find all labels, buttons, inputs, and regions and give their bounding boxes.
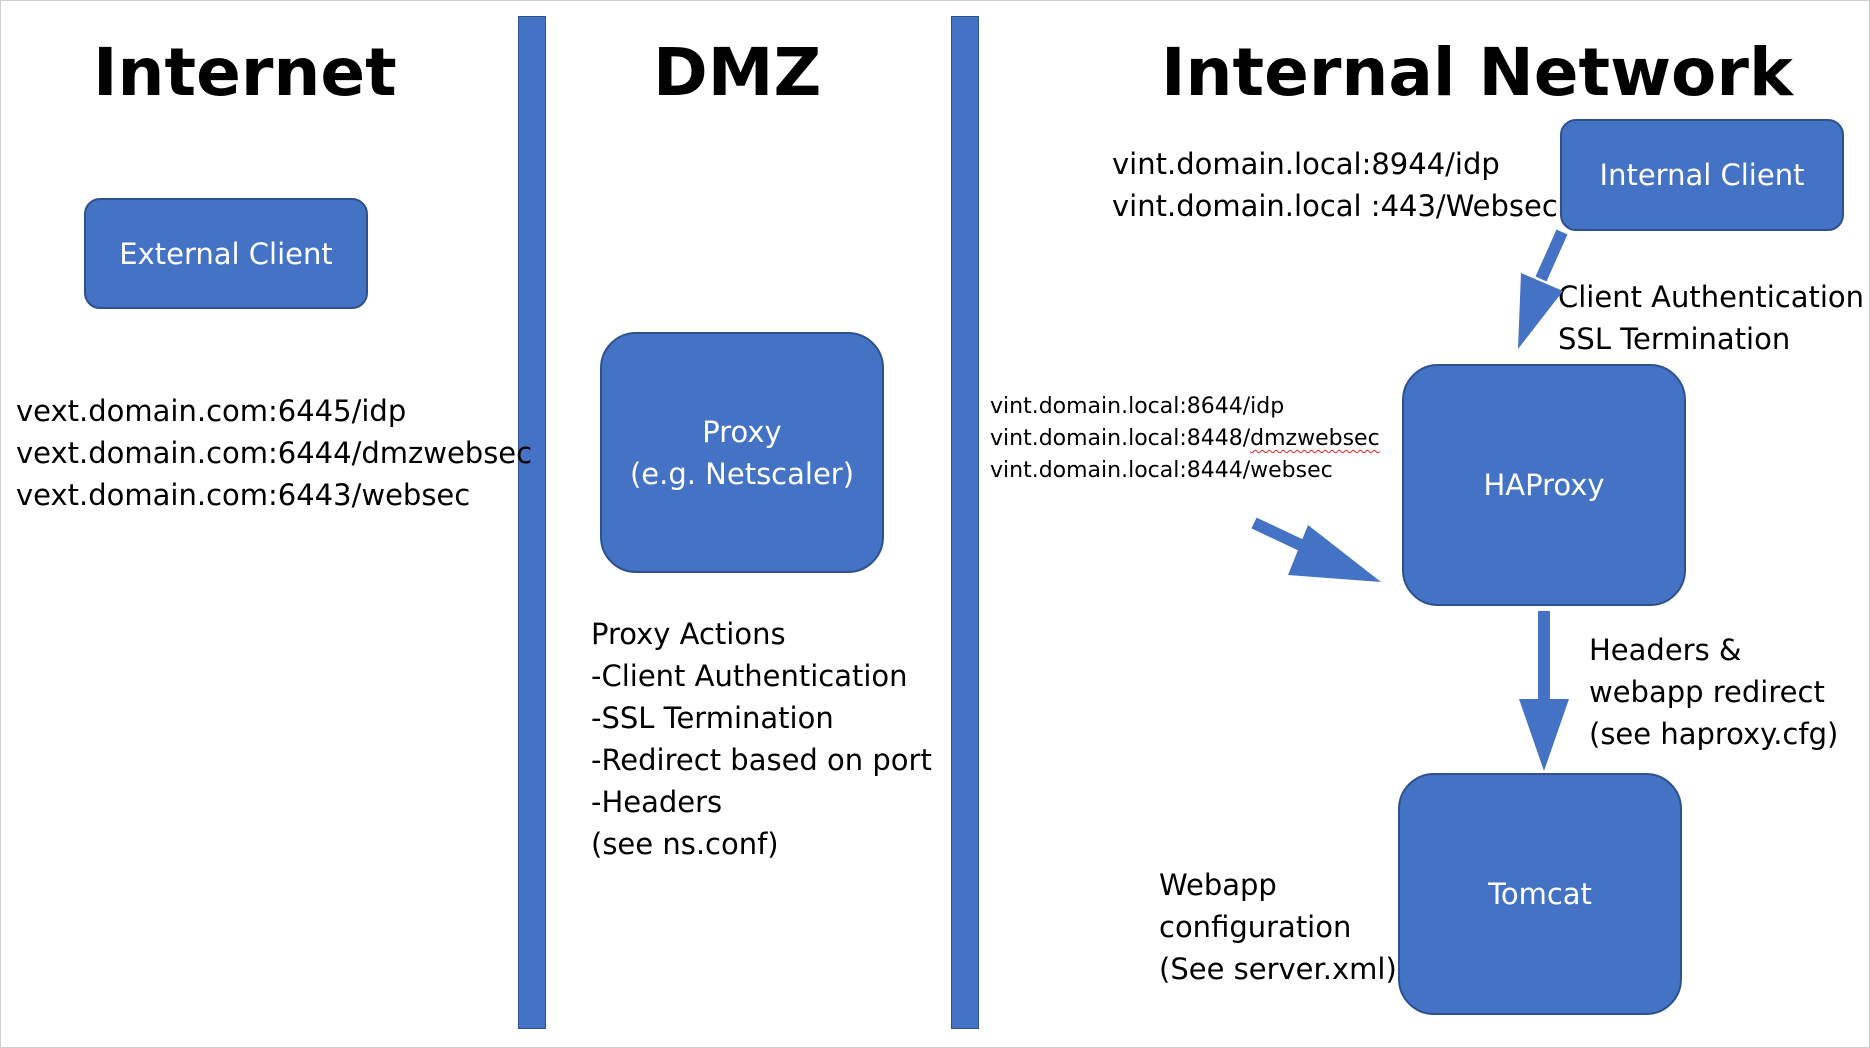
proxy-action-redirect: -Redirect based on port (591, 743, 932, 777)
proxy-action-ssl-termination: -SSL Termination (591, 701, 834, 735)
webapp-line: Webapp (1159, 868, 1277, 902)
internal-url-idp: vint.domain.local:8944/idp (1112, 147, 1500, 181)
dmz-url-dmzwebsec-prefix: vint.domain.local:8448/ (990, 426, 1251, 451)
proxy-action-headers: -Headers (591, 785, 723, 819)
proxy-example-label: (e.g. Netscaler) (629, 456, 855, 491)
headers-line: Headers & (1589, 633, 1742, 667)
dmz-url-list: vint.domain.local:8644/idp vint.domain.l… (990, 391, 1380, 487)
dmz-url-dmzwebsec-word: dmzwebsec (1250, 426, 1380, 451)
headers-redirect-note: Headers & webapp redirect (see haproxy.c… (1589, 629, 1838, 755)
external-url-websec: vext.domain.com:6443/websec (16, 478, 471, 512)
haproxy-box: HAProxy (1402, 364, 1686, 606)
proxy-label: Proxy (702, 414, 782, 449)
external-client-box: External Client (84, 198, 368, 309)
internal-client-label: Internal Client (1599, 158, 1805, 192)
ssl-termination-line: SSL Termination (1558, 322, 1791, 356)
divider-dmz-internal (951, 16, 979, 1029)
client-auth-note: Client Authentication SSL Termination (1558, 276, 1864, 360)
proxy-action-client-auth: -Client Authentication (591, 659, 908, 693)
dmz-url-dmzwebsec: vint.domain.local:8448/dmzwebsec (990, 423, 1380, 455)
divider-internet-dmz (518, 16, 546, 1029)
internal-url-list: vint.domain.local:8944/idp vint.domain.l… (1112, 143, 1558, 227)
arrow-dmz-to-haproxy (1251, 517, 1381, 582)
proxy-actions-list: Proxy Actions -Client Authentication -SS… (591, 613, 932, 865)
tomcat-box: Tomcat (1398, 773, 1682, 1015)
client-auth-line: Client Authentication (1558, 280, 1865, 314)
external-url-idp: vext.domain.com:6445/idp (16, 394, 407, 428)
configuration-line: configuration (1159, 910, 1352, 944)
tomcat-label: Tomcat (1488, 877, 1592, 911)
proxy-actions-see-conf: (see ns.conf) (591, 827, 779, 861)
proxy-actions-heading: Proxy Actions (591, 617, 786, 651)
external-url-dmzwebsec: vext.domain.com:6444/dmzwebsec (16, 436, 533, 470)
haproxy-label: HAProxy (1483, 468, 1605, 502)
proxy-box: Proxy (e.g. Netscaler) (600, 332, 884, 573)
dmz-url-idp: vint.domain.local:8644/idp (990, 394, 1285, 419)
zone-title-dmz: DMZ (653, 34, 822, 111)
zone-title-internet: Internet (93, 34, 397, 111)
webapp-config-note: Webapp configuration (See server.xml) (1159, 864, 1397, 990)
external-client-label: External Client (119, 236, 333, 271)
webapp-redirect-line: webapp redirect (1589, 675, 1825, 709)
external-url-list: vext.domain.com:6445/idp vext.domain.com… (16, 390, 532, 516)
arrow-internal-client-to-haproxy (1518, 229, 1568, 349)
dmz-url-websec: vint.domain.local:8444/websec (990, 458, 1333, 483)
internal-url-websec: vint.domain.local :443/Websec (1112, 189, 1558, 223)
internal-client-box: Internal Client (1560, 119, 1844, 231)
see-haproxy-cfg-line: (see haproxy.cfg) (1589, 717, 1839, 751)
zone-title-internal-network: Internal Network (1161, 34, 1793, 111)
arrow-haproxy-to-tomcat (1519, 611, 1569, 771)
see-server-xml-line: (See server.xml) (1159, 952, 1397, 986)
